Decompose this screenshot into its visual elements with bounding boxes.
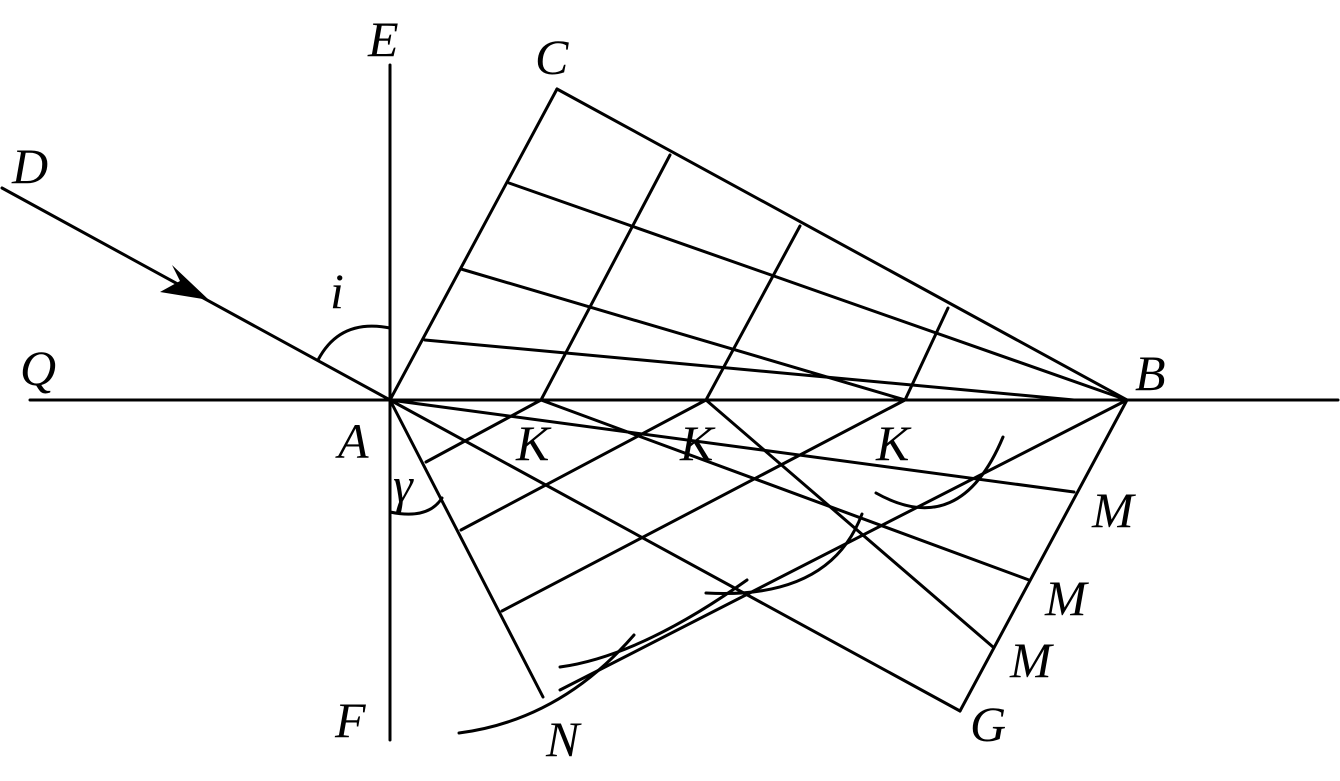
angle-gamma-arc (388, 496, 444, 516)
wavefront-to-K1 (539, 153, 672, 402)
label-Q: Q (20, 340, 56, 396)
angle-i-arc (316, 324, 392, 362)
ray-arrowhead-icon (160, 265, 209, 300)
label-M3: M (1009, 632, 1054, 688)
refracted-K3-M (704, 398, 995, 649)
label-N: N (545, 711, 582, 767)
refracted-ray-AN (388, 398, 545, 699)
label-M2: M (1044, 570, 1089, 626)
label-F: F (334, 692, 366, 748)
label-B: B (1135, 345, 1166, 401)
label-i: i (330, 263, 344, 319)
label-A: A (335, 413, 369, 469)
wavefront-to-K2 (704, 224, 802, 402)
incident-parallel-1 (507, 181, 1129, 402)
wavefront-AC (388, 87, 559, 402)
wavelet-line-2 (459, 398, 708, 532)
label-C: C (535, 29, 569, 85)
incident-parallel-2 (459, 267, 907, 402)
wavelet-arc-2 (704, 512, 864, 596)
wavelet-arc-1 (874, 435, 1005, 510)
label-M1: M (1091, 482, 1136, 538)
label-K3: K (875, 415, 912, 471)
wavefront-to-K3 (903, 306, 950, 402)
label-G: G (970, 696, 1006, 752)
incident-parallel-3 (423, 338, 1076, 402)
refracted-ray-AG (388, 398, 962, 713)
wavefront-CB (555, 87, 1129, 402)
wavelet-line-1 (424, 398, 543, 464)
label-D: D (11, 138, 48, 194)
refracted-K1-M (388, 398, 1076, 494)
wavelet-line-3 (500, 398, 907, 613)
wavelet-arc-4 (457, 633, 636, 735)
label-E: E (367, 11, 399, 67)
label-gamma: γ (393, 457, 414, 513)
label-K2: K (679, 415, 716, 471)
wavelet-arc-3 (558, 578, 749, 669)
refracted-K2-M (539, 398, 1031, 582)
label-K1: K (515, 415, 552, 471)
refracted-ray-BG (958, 398, 1129, 713)
